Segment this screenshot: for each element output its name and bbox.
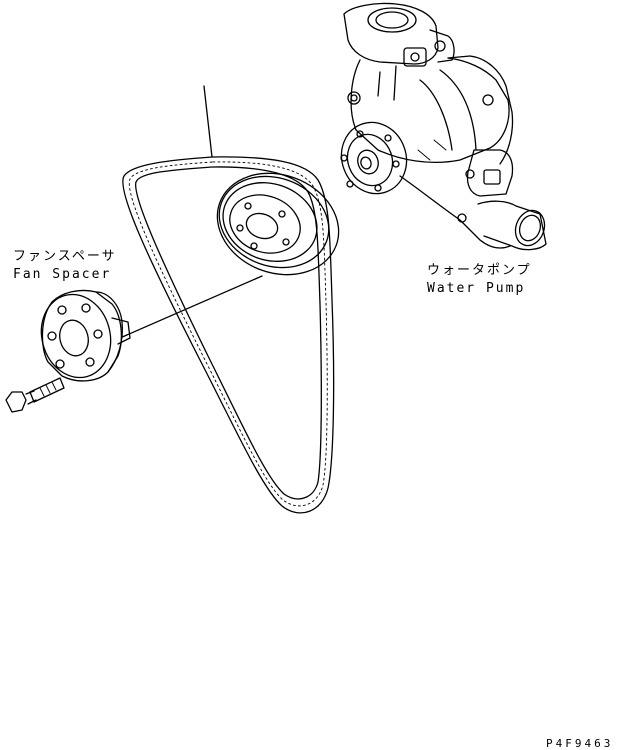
shaft-axis-line <box>119 275 263 339</box>
water-pump-label-jp: ウォータポンプ <box>427 263 532 278</box>
belt-leader-line <box>203 85 213 158</box>
fan-spacer-label-en: Fan Spacer <box>13 267 112 282</box>
fan-spacer <box>40 289 131 382</box>
water-pump-label-en: Water Pump <box>427 281 526 296</box>
bolt <box>5 377 65 413</box>
drawing-code: P4F9463 <box>546 737 614 750</box>
fan-spacer-label-jp: ファンスペーサ <box>13 249 117 264</box>
pulley <box>216 172 340 276</box>
fan-belt <box>122 156 335 514</box>
water-pump <box>340 2 547 251</box>
